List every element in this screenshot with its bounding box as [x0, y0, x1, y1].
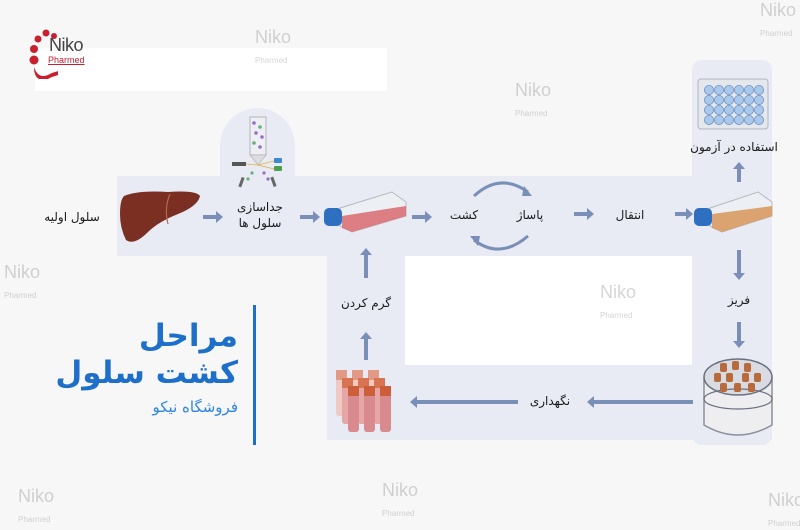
arrow-up: [360, 248, 372, 278]
arrow-right: [203, 211, 223, 223]
watermark-logo: Niko Pharmed: [515, 80, 551, 120]
watermark-logo: Niko Pharmed: [600, 282, 636, 322]
arrow-up: [360, 332, 372, 360]
page-title-line1: مراحل: [138, 318, 238, 354]
footprint-icon: [29, 29, 58, 79]
brand-logo: Niko Pharmed: [28, 27, 98, 79]
flow-band-bottom: [327, 365, 772, 440]
step-primary-cells: سلول اولیه: [44, 210, 100, 224]
watermark-text: Niko: [760, 0, 797, 20]
watermark-subtext: Pharmed: [4, 291, 37, 300]
inner-white-box: [405, 256, 692, 365]
watermark-subtext: Pharmed: [600, 311, 633, 320]
watermark-subtext: Pharmed: [382, 509, 415, 518]
title-divider: [253, 305, 256, 445]
watermark-text: Niko: [4, 262, 41, 282]
page-title-line2: کشت سلول: [55, 355, 238, 392]
step-culture: کشت: [449, 208, 479, 222]
logo-main-text: Niko: [49, 35, 84, 55]
step-cell-separation-line1: جداسازی: [237, 200, 283, 214]
arrow-right: [300, 211, 320, 223]
watermark-text: Niko: [515, 80, 552, 100]
arrow-right: [574, 208, 594, 220]
watermark-logo: Niko Pharmed: [768, 490, 800, 530]
arrow-right: [675, 208, 693, 220]
step-cell-separation-line2: سلول ها: [238, 216, 282, 231]
watermark-subtext: Pharmed: [768, 519, 800, 528]
well-plate-icon: [697, 78, 769, 130]
cell-sorter-icon: [232, 116, 282, 188]
watermark-text: Niko: [382, 480, 419, 500]
step-storage: نگهداری: [529, 394, 571, 408]
cryo-storage-icon: [703, 358, 773, 436]
passage-cycle-icon: [470, 181, 532, 251]
watermark-logo: Niko Pharmed: [4, 262, 40, 302]
step-cell-separation: جداسازی سلول ها: [226, 199, 294, 231]
arrow-up: [733, 162, 745, 182]
watermark-text: Niko: [18, 486, 55, 506]
watermark-logo: Niko Pharmed: [382, 480, 418, 520]
header-box: [35, 48, 387, 91]
watermark-logo: Niko Pharmed: [18, 486, 54, 526]
step-passage: پاساژ: [516, 208, 544, 222]
arrow-left: [587, 396, 693, 408]
liver-icon: [120, 191, 200, 242]
step-use-in-test: استفاده در آزمون: [690, 140, 778, 154]
vials-icon: [336, 370, 391, 432]
step-warming: گرم کردن: [340, 296, 392, 310]
arrow-right: [412, 211, 432, 223]
arrow-down: [733, 250, 745, 280]
arrow-down: [733, 322, 745, 348]
culture-flask-orange-icon: [694, 191, 773, 233]
watermark-subtext: Pharmed: [760, 29, 793, 38]
title-block: مراحل کشت سلول فروشگاه نیکو: [40, 318, 238, 416]
watermark-subtext: Pharmed: [255, 56, 288, 65]
arrow-left: [410, 396, 518, 408]
watermark-subtext: Pharmed: [18, 515, 51, 524]
culture-flask-red-icon: [324, 191, 407, 233]
watermark-subtext: Pharmed: [515, 109, 548, 118]
step-freeze: فریز: [727, 293, 751, 307]
logo-sub-text: Pharmed: [48, 55, 85, 65]
watermark-text: Niko: [600, 282, 637, 302]
watermark-text: Niko: [255, 27, 292, 47]
step-transfer: انتقال: [615, 208, 645, 222]
page-subtitle: فروشگاه نیکو: [152, 398, 238, 417]
watermark-logo: Niko Pharmed: [760, 0, 796, 40]
watermark-text: Niko: [768, 490, 800, 510]
watermark-logo: Niko Pharmed: [255, 27, 291, 67]
